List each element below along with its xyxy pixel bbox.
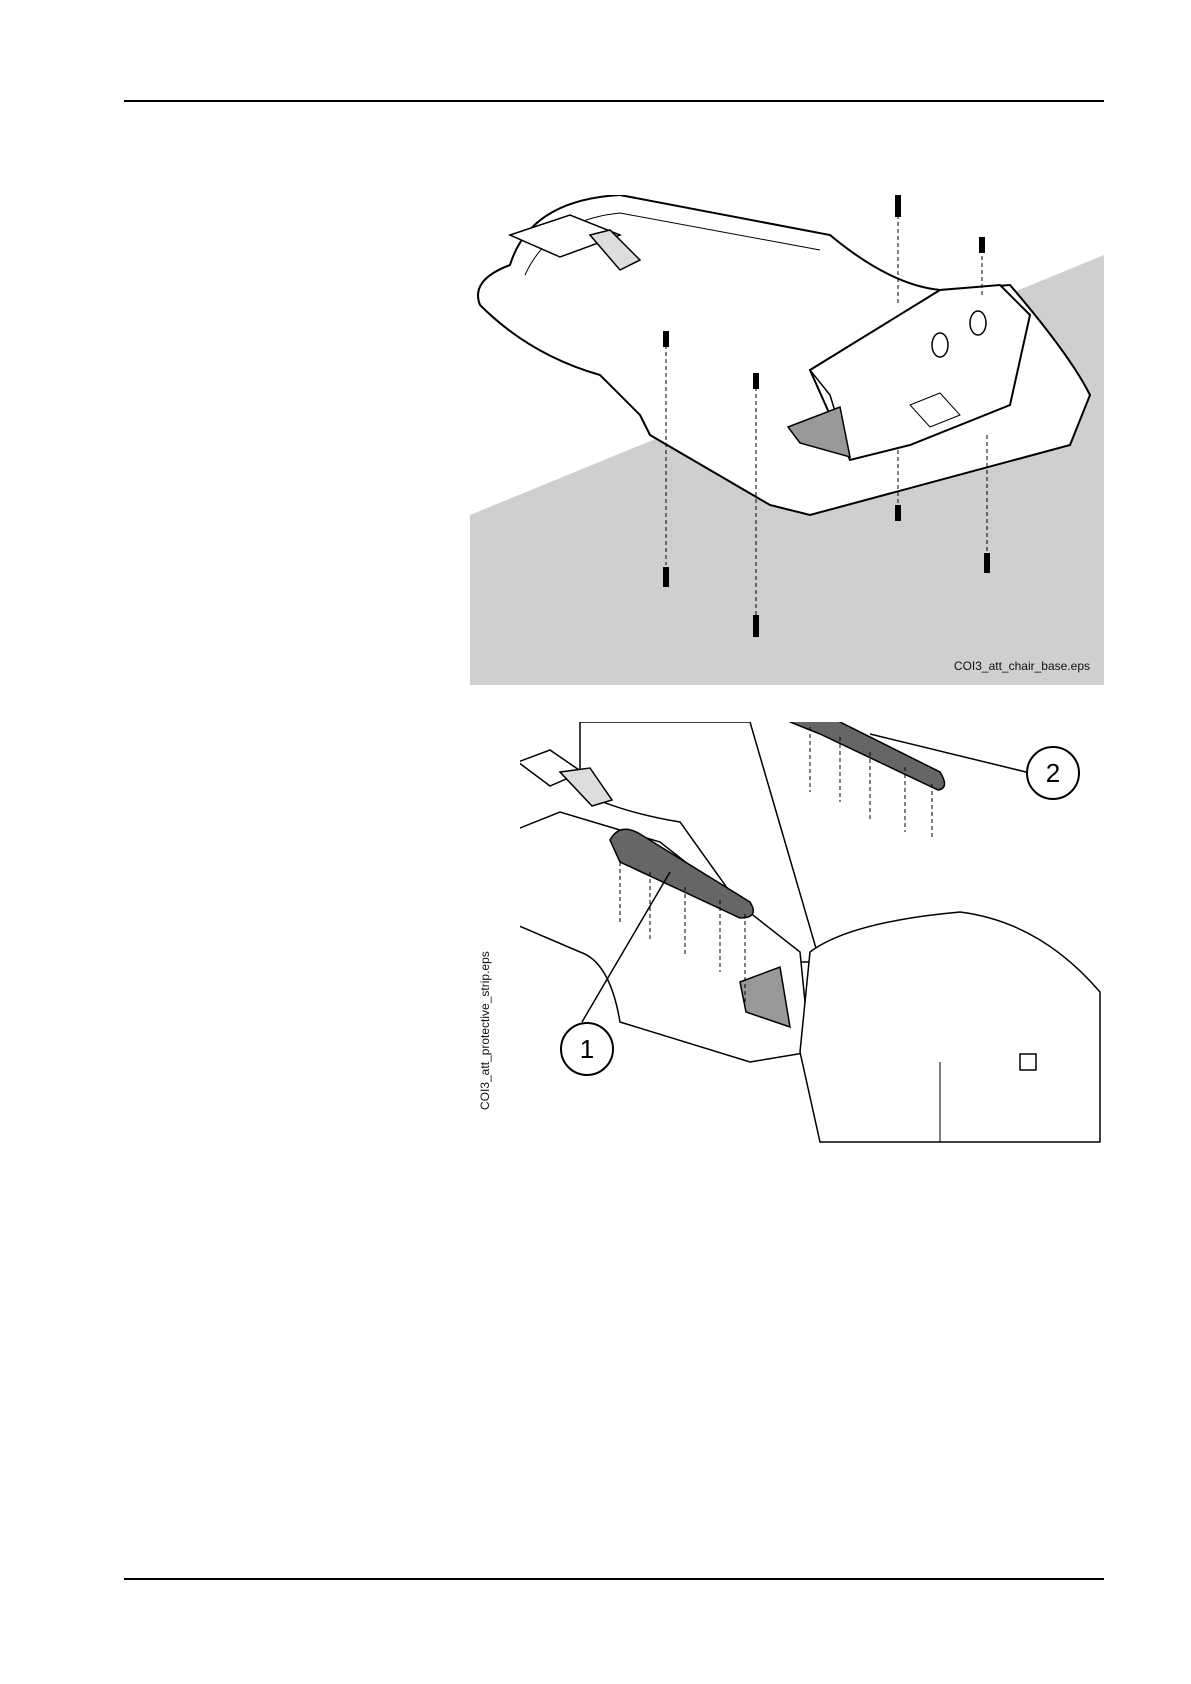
- figure-caption-vertical: COI3_att_protective_strip.eps: [478, 951, 492, 1110]
- chair-base-figure: COI3_att_chair_base.eps: [470, 195, 1104, 685]
- footer-rule: [124, 1578, 1104, 1580]
- figure-caption: COI3_att_chair_base.eps: [954, 659, 1090, 673]
- chair-base-illustration: [470, 195, 1104, 685]
- protective-strip-figure: 1 2 COI3_att_protective_strip.eps: [520, 722, 1104, 1150]
- protective-strip-illustration: [520, 722, 1104, 1150]
- header-rule: [124, 100, 1104, 102]
- callout-2: 2: [1026, 746, 1080, 800]
- callout-1: 1: [560, 1022, 614, 1076]
